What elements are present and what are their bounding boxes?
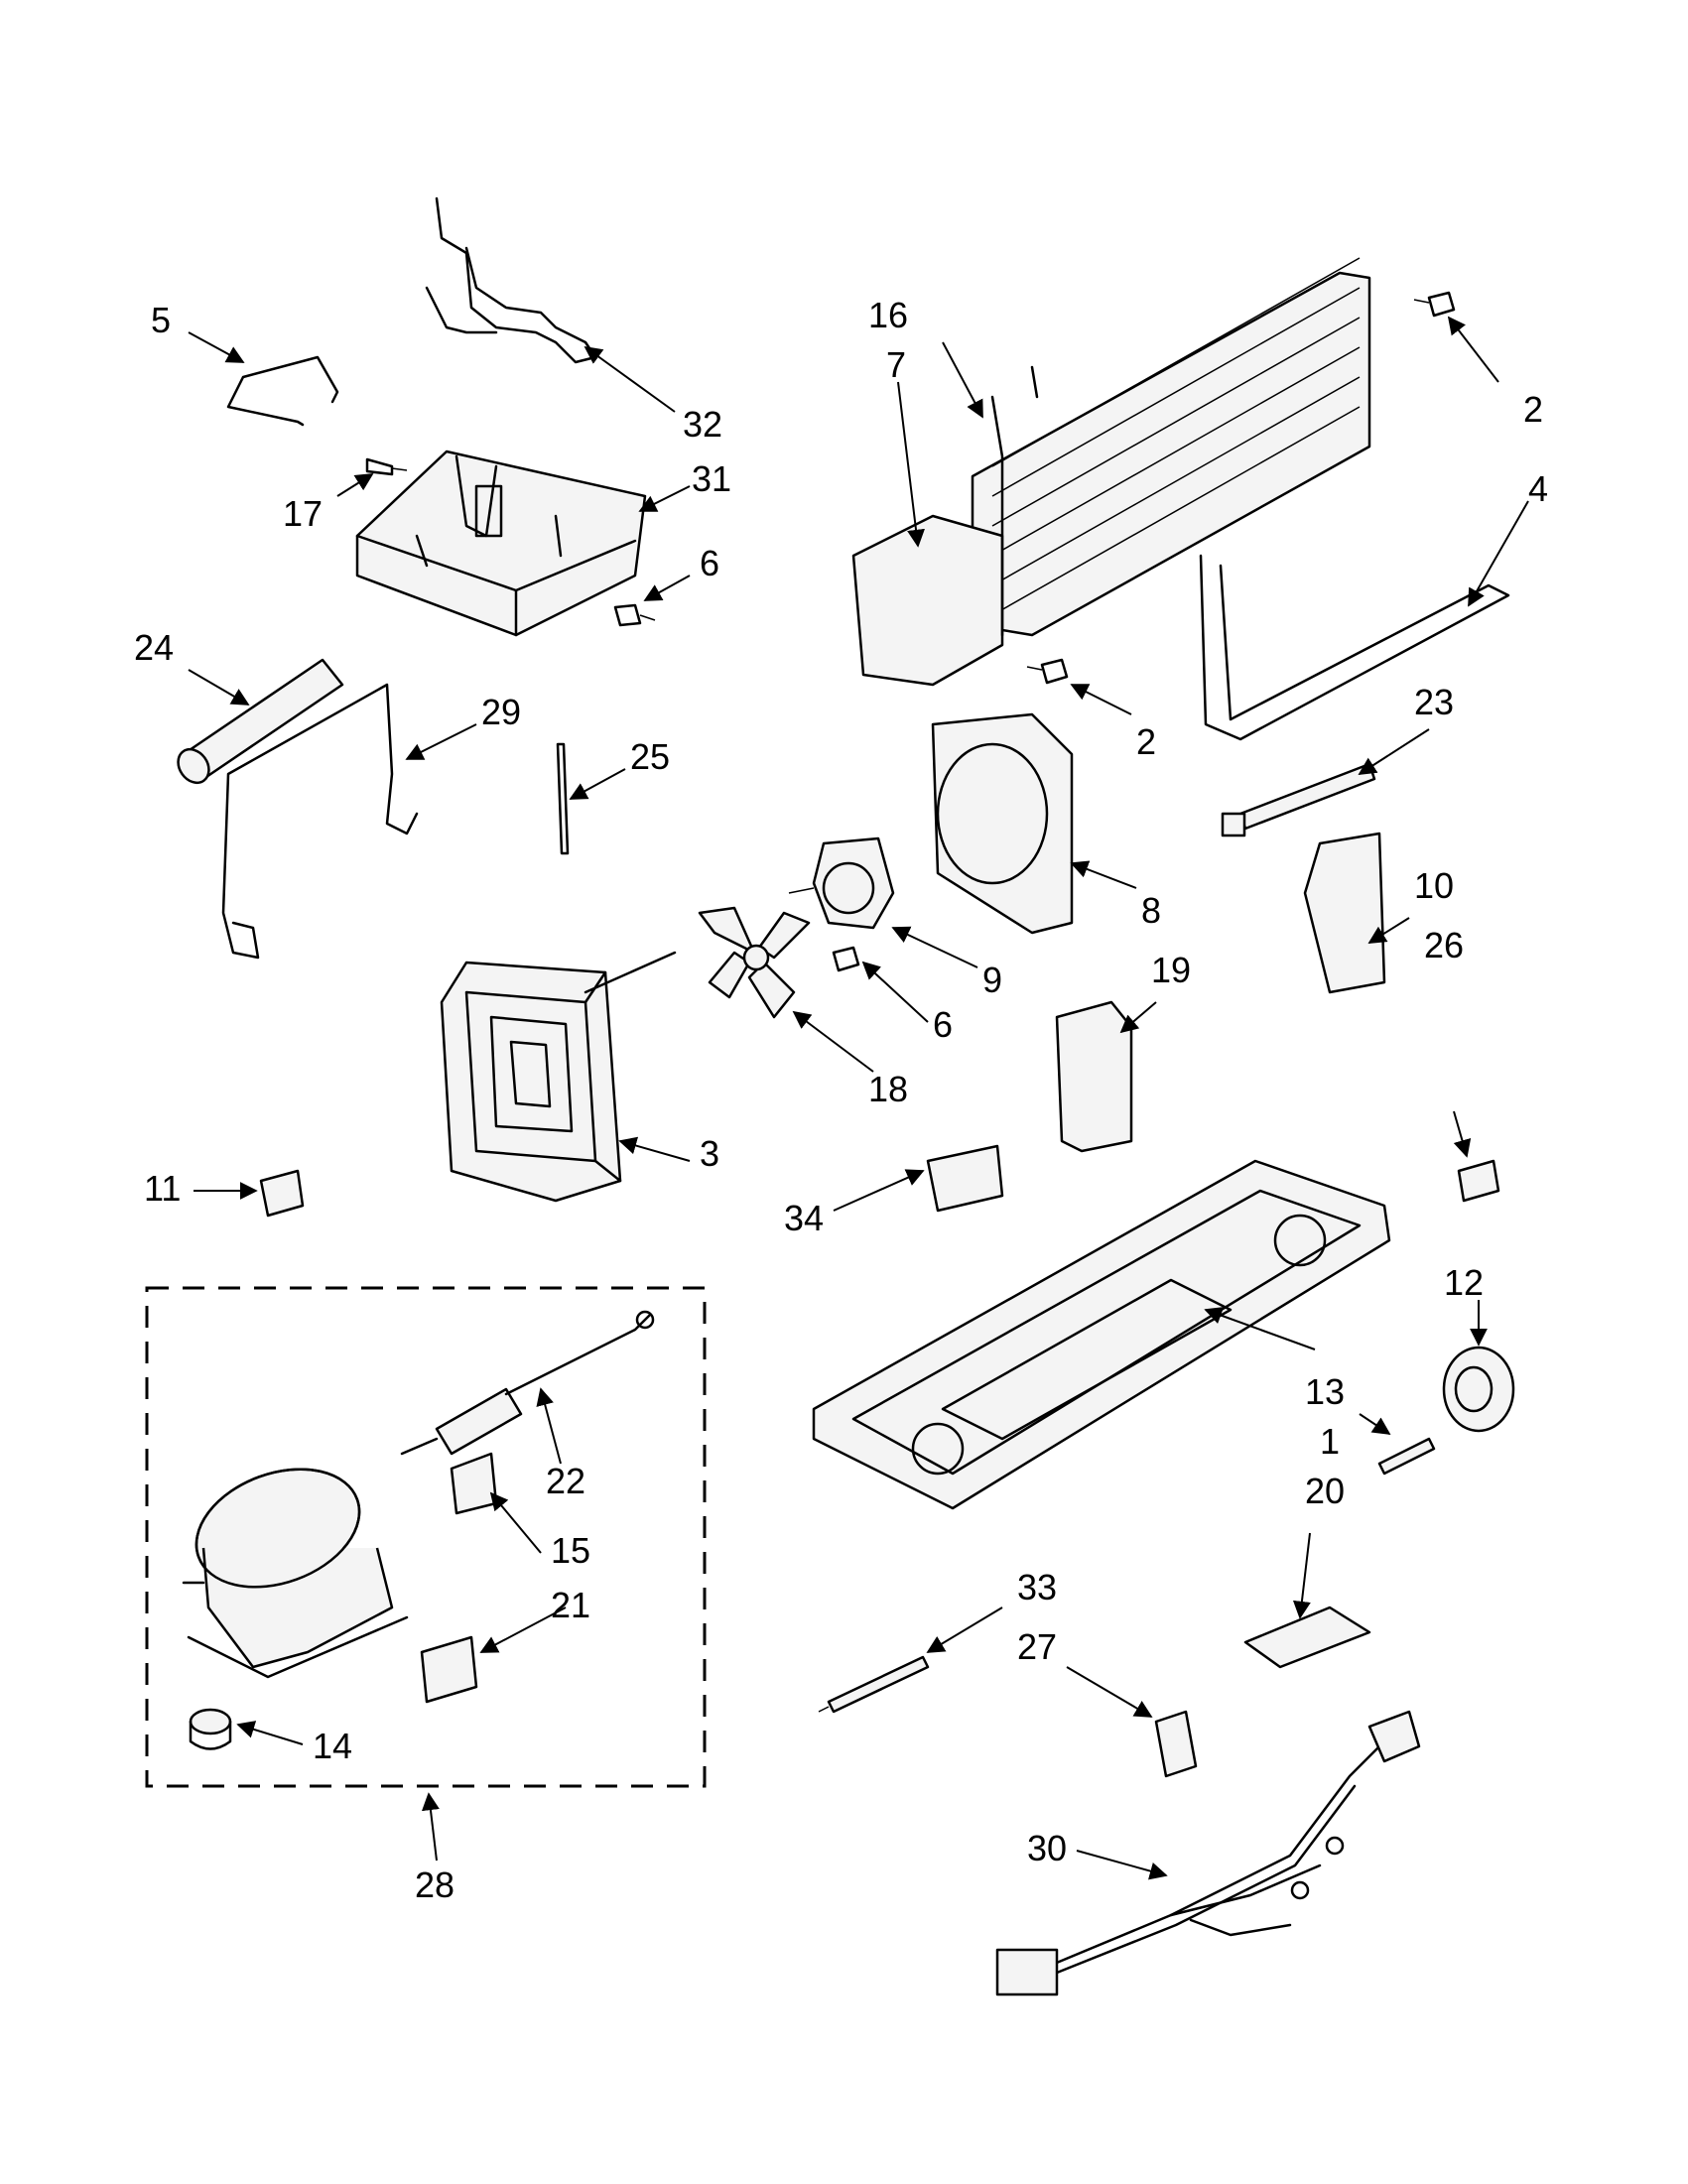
part-3-condenser	[440, 951, 677, 1203]
part-1-base-pan	[812, 1159, 1391, 1510]
callout-3: 3	[700, 1133, 719, 1174]
part-29-tube	[221, 683, 419, 960]
callout-28: 28	[415, 1864, 454, 1905]
part-12-roller	[1442, 1346, 1515, 1433]
callout-22: 22	[546, 1461, 585, 1501]
part-17-screw	[365, 457, 408, 476]
part-27-bracket	[1154, 1710, 1198, 1778]
callout-32: 32	[683, 404, 722, 445]
part-30-wire-harness	[995, 1710, 1421, 1996]
callout-12: 12	[1444, 1262, 1484, 1303]
callout-14: 14	[313, 1726, 352, 1766]
callout-2-mid: 2	[1136, 721, 1156, 762]
part-24-tube	[177, 658, 344, 785]
callout-6-top: 6	[700, 543, 719, 583]
part-32-heater-wire	[425, 196, 597, 364]
callout-24: 24	[134, 627, 174, 668]
part-14-grommet	[189, 1708, 232, 1750]
part-31-electrical-box	[355, 450, 647, 637]
callout-6-mid: 6	[933, 1004, 953, 1045]
part-33-thermistor	[818, 1655, 930, 1714]
callout-19: 19	[1151, 950, 1191, 990]
part-6-screw-mid	[832, 946, 860, 972]
callout-1: 1	[1320, 1421, 1340, 1462]
part-4-defrost-heater	[1199, 554, 1510, 741]
callout-26: 26	[1424, 925, 1464, 965]
callout-7: 7	[886, 344, 906, 385]
part-13-axle	[1377, 1437, 1436, 1476]
callout-15: 15	[551, 1530, 590, 1571]
part-7-16-evaporator	[851, 257, 1371, 687]
callout-9: 9	[982, 960, 1002, 1000]
callout-23: 23	[1414, 682, 1454, 722]
callout-13: 13	[1305, 1371, 1345, 1412]
part-9-fan-motor	[788, 836, 895, 930]
part-20-label	[1243, 1606, 1371, 1669]
callout-27: 27	[1017, 1626, 1057, 1667]
leader-lines	[188, 316, 1529, 1880]
part-5-clip	[226, 355, 339, 427]
callout-20: 20	[1305, 1471, 1345, 1511]
part-19-foam	[1055, 1000, 1133, 1153]
callout-5: 5	[151, 300, 171, 340]
part-6-screw-top	[613, 603, 656, 627]
part-26-clip	[1457, 1159, 1500, 1203]
callout-30: 30	[1027, 1828, 1067, 1868]
part-23-cable-tie	[1221, 762, 1376, 837]
part-11-clip	[259, 1169, 305, 1218]
callout-33: 33	[1017, 1567, 1057, 1607]
callout-10: 10	[1414, 865, 1454, 906]
callout-21: 21	[551, 1585, 590, 1625]
part-2-screw-top	[1413, 291, 1456, 318]
part-10-foam	[1303, 832, 1386, 994]
callout-11: 11	[144, 1168, 181, 1209]
callout-17: 17	[283, 493, 323, 534]
callout-29: 29	[481, 692, 521, 732]
part-34-foam-pad	[926, 1144, 1004, 1213]
part-8-fan-shroud	[931, 712, 1074, 935]
callout-18: 18	[868, 1069, 908, 1109]
part-2-screw-mid	[1026, 658, 1069, 685]
callout-34: 34	[784, 1198, 824, 1238]
callout-16: 16	[868, 295, 908, 335]
part-22-dryer	[400, 1310, 655, 1456]
part-21-capacitor	[420, 1635, 478, 1704]
callout-31: 31	[692, 458, 731, 499]
callout-25: 25	[630, 736, 670, 777]
part-25-rod	[556, 742, 570, 855]
part-15-relay	[450, 1452, 498, 1515]
callout-8: 8	[1141, 890, 1161, 931]
callout-4: 4	[1528, 468, 1548, 509]
callout-2-top: 2	[1523, 389, 1543, 430]
part-18-fan-blade	[698, 906, 811, 1019]
part-28-compressor-kit-box	[145, 1286, 707, 1788]
callout-labels: 5 32 17 31 6 24 29 25 16 7 2 4 2 23 8 19…	[134, 295, 1548, 1905]
part-compressor	[182, 1468, 409, 1679]
